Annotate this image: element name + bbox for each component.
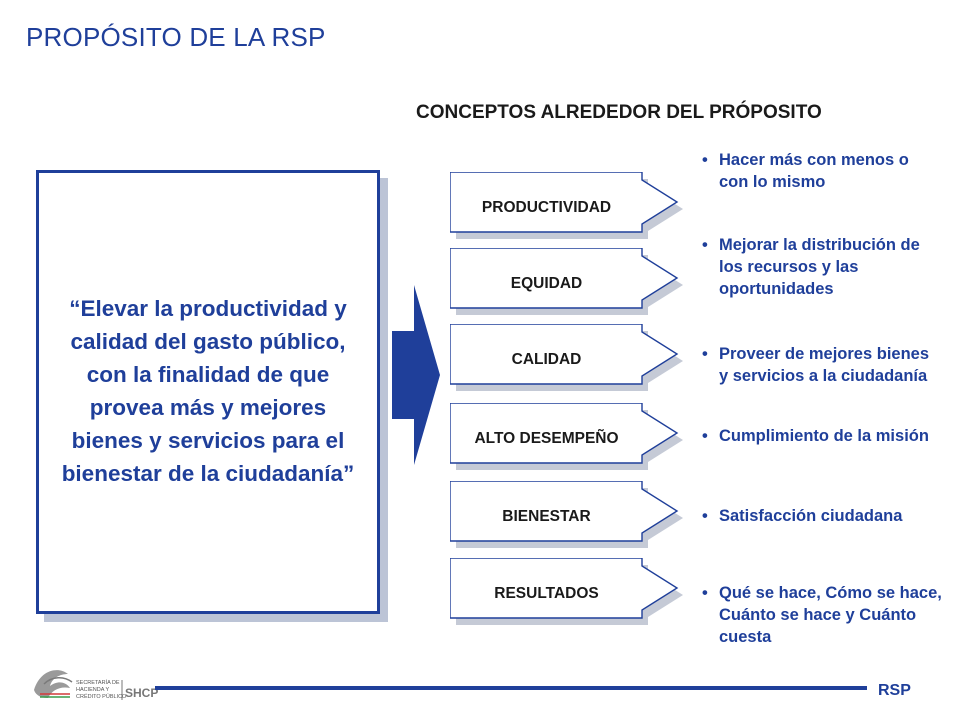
section-subtitle: CONCEPTOS ALREDEDOR DEL PRÓPOSITO [416,102,822,123]
svg-text:HACIENDA Y: HACIENDA Y [76,687,110,693]
concept-alto-desempeno: ALTO DESEMPEÑO [450,403,690,470]
page-title: PROPÓSITO DE LA RSP [26,22,326,52]
svg-text:SECRETARÍA DE: SECRETARÍA DE [76,679,120,686]
description-text: Mejorar la distribución de los recursos … [719,236,920,298]
concept-shape-icon [450,481,683,548]
bullet-icon: • [702,584,708,602]
bullet-icon: • [702,151,708,169]
description-item: • Cumplimiento de la misión [702,426,942,448]
concept-productividad: PRODUCTIVIDAD [450,172,690,239]
description-item: • Mejorar la distribución de los recurso… [702,235,942,301]
concept-bienestar: BIENESTAR [450,481,690,548]
description-item: • Satisfacción ciudadana [702,506,942,528]
bullet-icon: • [702,507,708,525]
concept-label: PRODUCTIVIDAD [481,199,612,216]
svg-text:SHCP: SHCP [125,686,158,700]
footer-divider [155,686,867,690]
concept-shape-icon [450,558,683,625]
description-text: Qué se hace, Cómo se hace, Cuánto se hac… [719,584,942,646]
concept-shape-icon [450,403,683,470]
footer-label: RSP [878,682,911,699]
concept-resultados: RESULTADOS [450,558,690,625]
concept-calidad: CALIDAD [450,324,690,391]
concept-shape-icon [450,324,683,391]
concept-equidad: EQUIDAD [450,248,690,315]
quote-text: “Elevar la productividad y calidad del g… [61,296,355,486]
right-arrow-icon [392,285,440,465]
description-item: • Qué se hace, Cómo se hace, Cuánto se h… [702,583,942,649]
concept-shape-icon [450,248,683,315]
description-text: Satisfacción ciudadana [719,507,903,525]
bullet-icon: • [702,427,708,445]
description-text: Cumplimiento de la misión [719,427,929,445]
shcp-logo-icon: SECRETARÍA DE HACIENDA Y CRÉDITO PÚBLICO… [34,670,158,700]
concept-label: BIENESTAR [502,508,591,525]
bullet-icon: • [702,236,708,254]
description-item: • Proveer de mejores bienes y servicios … [702,344,942,388]
concept-label: CALIDAD [511,351,582,368]
quote-box: “Elevar la productividad y calidad del g… [36,170,380,614]
concept-label: RESULTADOS [494,585,599,602]
description-text: Proveer de mejores bienes y servicios a … [719,345,930,385]
svg-text:CRÉDITO PÚBLICO: CRÉDITO PÚBLICO [76,693,127,700]
concept-label: ALTO DESEMPEÑO [474,430,619,447]
description-item: • Hacer más con menos o con lo mismo [702,150,942,194]
description-text: Hacer más con menos o con lo mismo [719,151,909,191]
concept-label: EQUIDAD [510,275,583,292]
bullet-icon: • [702,345,708,363]
concept-shape-icon [450,172,683,239]
